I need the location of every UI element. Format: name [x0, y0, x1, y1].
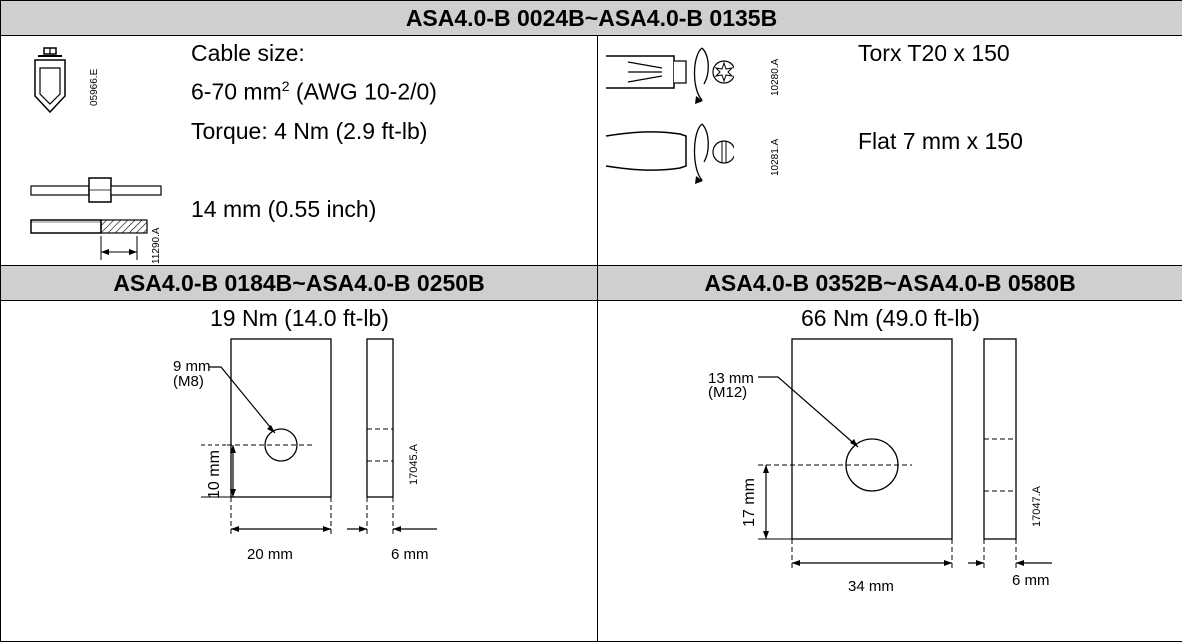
tools-cell: 10280.A Torx T20 x 150 10281.A Flat 7 mm…	[597, 35, 1182, 266]
left-height-label: 10 mm	[206, 450, 223, 499]
right-thickness-label: 6 mm	[1012, 572, 1050, 589]
header-right: ASA4.0-B 0352B~ASA4.0-B 0580B	[597, 265, 1182, 301]
left-torque-text: 19 Nm (14.0 ft-lb)	[210, 305, 389, 331]
cable-size-value-pre: 6-70 mm	[191, 78, 282, 105]
flat-tool-text: Flat 7 mm x 150	[858, 128, 1023, 154]
cable-cell: 05966.E Cable size: 6-70 mm2 (AWG 10-2/0…	[0, 35, 598, 266]
torx-screwdriver-icon	[606, 47, 734, 104]
svg-text:10281.A: 10281.A	[770, 138, 781, 176]
right-bolt-label: (M12)	[708, 384, 747, 401]
right-fig-ref: 17047.A	[1031, 485, 1043, 527]
svg-text:11290.A: 11290.A	[151, 227, 162, 264]
svg-text:10280.A: 10280.A	[770, 58, 781, 96]
fig-ref-flat: 10281.A	[770, 138, 781, 176]
fig-ref-torx: 10280.A	[770, 58, 781, 96]
left-fig-ref: 17045.A	[408, 443, 420, 485]
right-torque-text: 66 Nm (49.0 ft-lb)	[801, 305, 980, 331]
busbar-right-cell: 66 Nm (49.0 ft-lb)	[597, 300, 1182, 642]
header-left-text: ASA4.0-B 0184B~ASA4.0-B 0250B	[113, 269, 485, 296]
busbar-left-cell: 19 Nm (14.0 ft-lb)	[0, 300, 598, 642]
cable-size-sup: 2	[281, 78, 290, 94]
left-width-label: 20 mm	[247, 546, 293, 563]
strip-length-text: 14 mm (0.55 inch)	[191, 196, 377, 222]
header-top-text: ASA4.0-B 0024B~ASA4.0-B 0135B	[405, 4, 778, 31]
cable-lug-icon	[34, 47, 66, 114]
right-width-label: 34 mm	[848, 578, 894, 595]
torx-tool-text: Torx T20 x 150	[858, 40, 1010, 66]
torque-text: Torque: 4 Nm (2.9 ft-lb)	[191, 118, 428, 144]
right-height-label: 17 mm	[741, 478, 758, 527]
fig-ref-cable: 05966.E	[89, 68, 100, 106]
strip-length-icon	[30, 177, 162, 260]
busbar-right-drawing: 13 mm (M12) 17 mm 34 mm 6 mm 17047.A	[708, 338, 1052, 595]
header-left: ASA4.0-B 0184B~ASA4.0-B 0250B	[0, 265, 598, 301]
right-hole-label: 13 mm	[708, 370, 754, 387]
fig-ref-strip: 11290.A	[151, 227, 162, 264]
header-right-text: ASA4.0-B 0352B~ASA4.0-B 0580B	[704, 269, 1076, 296]
cable-size-value: 6-70 mm2 (AWG 10-2/0)	[191, 78, 437, 106]
left-hole-label: 9 mm	[173, 358, 211, 375]
cable-size-value-post: (AWG 10-2/0)	[289, 78, 437, 105]
busbar-left-drawing: 9 mm (M8) 10 mm 20 mm 6 mm 17045.A	[173, 338, 437, 563]
flat-screwdriver-icon	[605, 123, 734, 184]
svg-text:05966.E: 05966.E	[89, 68, 100, 106]
header-top: ASA4.0-B 0024B~ASA4.0-B 0135B	[0, 0, 1182, 36]
left-bolt-label: (M8)	[173, 373, 204, 390]
left-thickness-label: 6 mm	[391, 546, 429, 563]
cable-size-label: Cable size:	[191, 40, 305, 66]
